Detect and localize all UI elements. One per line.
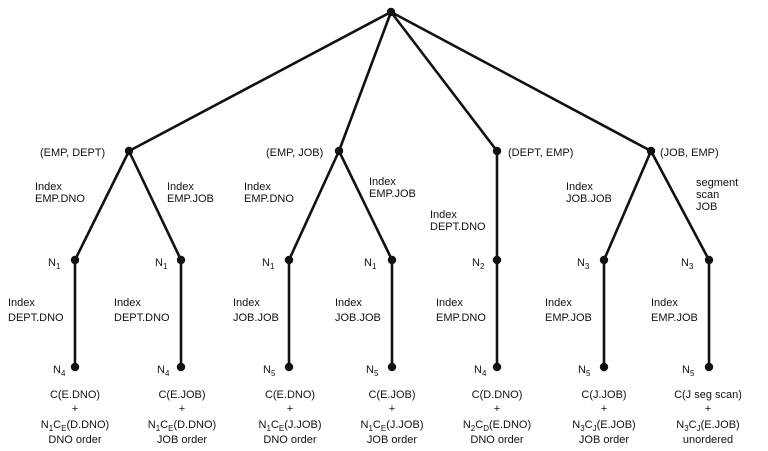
root-edge-1 [127, 10, 393, 153]
cost-line-5-1: C(D.DNO) [472, 389, 523, 401]
mid-label-6: N3 [577, 257, 590, 271]
cost-line-7-3: N3CJ(E.JOB) [676, 419, 739, 433]
leaf-label-4: N5 [366, 364, 379, 378]
mid-node-2 [176, 255, 186, 265]
mid-node-5 [492, 255, 502, 265]
leaf-node-6 [599, 362, 609, 372]
cost-line-1-2: + [72, 403, 78, 415]
mid-node-4 [387, 255, 397, 265]
mid-label-3: N1 [262, 257, 275, 271]
mid-node-6 [599, 255, 609, 265]
cost-line-2-2: + [179, 403, 185, 415]
root-edge-2 [337, 10, 393, 153]
cost-line-7-4: unordered [683, 434, 733, 446]
cost-line-6-2: + [601, 403, 607, 415]
pair-node-1 [124, 146, 134, 156]
join-edge-3 [287, 149, 341, 262]
join-edge-1 [73, 149, 131, 262]
pair-label-2: (EMP, JOB) [266, 147, 323, 159]
leaf-label-7: N5 [682, 364, 695, 378]
cost-line-2-1: C(E.JOB) [158, 389, 205, 401]
cost-line-3-2: + [287, 403, 293, 415]
cost-line-7-2: + [705, 403, 711, 415]
cost-line-1-1: C(E.DNO) [50, 389, 100, 401]
pair-node-3 [492, 146, 502, 156]
leaf-label-5: N4 [474, 364, 487, 378]
pair-label-3: (DEPT, EMP) [508, 147, 573, 159]
mid-label-1: N1 [48, 257, 61, 271]
mid-label-5: N2 [472, 257, 485, 271]
cost-line-5-2: + [494, 403, 500, 415]
mid-label-7: N3 [681, 257, 694, 271]
mid-node-1 [70, 255, 80, 265]
leaf-label-3: N5 [263, 364, 276, 378]
cost-line-5-3: N2CD(E.DNO) [463, 419, 531, 433]
join-edge-6 [602, 149, 653, 262]
leaf-node-4 [387, 362, 397, 372]
cost-line-6-4: JOB order [579, 434, 629, 446]
cost-line-6-1: C(J.JOB) [581, 389, 626, 401]
mid-label-2: N1 [155, 257, 168, 271]
cost-line-3-4: DNO order [263, 434, 317, 446]
leaf-node-7 [704, 362, 714, 372]
join-edge-7 [649, 149, 711, 262]
cost-line-4-4: JOB order [367, 434, 417, 446]
cost-line-2-3: N1CE(D.DNO) [148, 419, 216, 433]
leaf-label-2: N4 [157, 364, 170, 378]
cost-line-6-3: N3CJ(E.JOB) [572, 419, 635, 433]
leaf-label-1: N4 [53, 364, 66, 378]
pair-node-2 [334, 146, 344, 156]
cost-line-3-3: N1CE(J.JOB) [259, 419, 322, 433]
cost-line-5-4: DNO order [470, 434, 524, 446]
leaf-label-6: N5 [578, 364, 591, 378]
cost-line-2-4: JOB order [157, 434, 207, 446]
join-edge-4 [337, 149, 394, 262]
cost-line-4-2: + [389, 403, 395, 415]
root-node [386, 7, 396, 17]
leaf-node-1 [70, 362, 80, 372]
cost-line-3-1: C(E.DNO) [265, 389, 315, 401]
root-edge-4 [389, 10, 653, 153]
pair-label-1: (EMP, DEPT) [40, 147, 105, 159]
root-edge-3 [389, 10, 499, 153]
cost-line-4-3: N1CE(J.JOB) [361, 419, 424, 433]
leaf-node-5 [492, 362, 502, 372]
cost-line-1-4: DNO order [48, 434, 102, 446]
leaf-node-3 [284, 362, 294, 372]
pair-node-4 [646, 146, 656, 156]
cost-line-7-1: C(J seg scan) [674, 389, 742, 401]
mid-label-4: N1 [364, 257, 377, 271]
cost-line-1-3: N1CE(D.DNO) [41, 419, 109, 433]
join-edge-2 [127, 149, 183, 262]
mid-node-3 [284, 255, 294, 265]
pair-label-4: (JOB, EMP) [660, 147, 719, 159]
mid-node-7 [704, 255, 714, 265]
leaf-node-2 [176, 362, 186, 372]
cost-line-4-1: C(E.JOB) [368, 389, 415, 401]
